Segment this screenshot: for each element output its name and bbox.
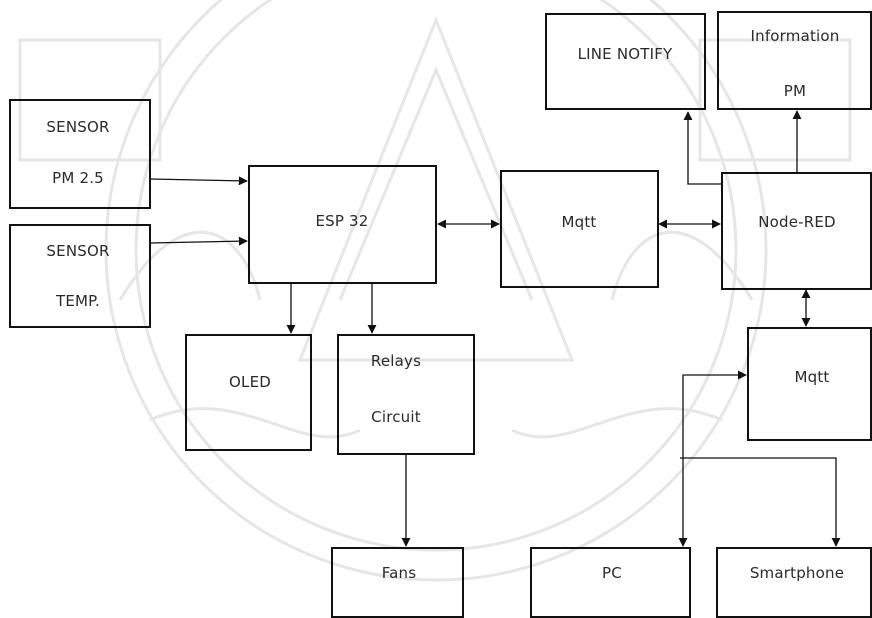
pc-node	[530, 547, 691, 618]
esp32-label: ESP 32	[315, 212, 369, 230]
smartphone-label: Smartphone	[749, 564, 845, 582]
mqtt-client-node	[747, 327, 872, 441]
line-notify-label: LINE NOTIFY	[577, 45, 673, 63]
mqtt-broker-node	[500, 170, 659, 288]
sensor-temp-node	[9, 224, 151, 328]
edge-mqtt-to-smartphone	[680, 457, 841, 547]
oled-node	[185, 334, 312, 451]
oled-label: OLED	[229, 373, 271, 391]
sensor-pm25-label-2: PM 2.5	[52, 169, 104, 187]
sensor-temp-label-1: SENSOR	[46, 242, 110, 260]
node-red-node	[721, 172, 872, 290]
mqtt-broker-label: Mqtt	[561, 213, 597, 231]
smartphone-node	[716, 547, 872, 618]
fans-node	[331, 547, 464, 618]
mqtt-client-label: Mqtt	[794, 368, 830, 386]
relays-label-2: Circuit	[371, 408, 421, 426]
relays-label-1: Relays	[370, 352, 422, 370]
edge-mqtt-to-pc	[678, 370, 747, 547]
esp32-node	[248, 165, 437, 284]
line-notify-node	[545, 13, 706, 110]
sensor-pm25-label-1: SENSOR	[46, 118, 110, 136]
information-label-2: PM	[783, 82, 807, 100]
edge-sensor-pm-to-esp32	[149, 176, 248, 186]
relays-circuit-node	[337, 334, 475, 455]
node-red-label: Node-RED	[758, 213, 836, 231]
information-pm-node	[717, 11, 872, 110]
pc-label: PC	[602, 564, 622, 582]
edge-sensor-temp-to-esp32	[149, 236, 248, 246]
fans-label: Fans	[381, 564, 417, 582]
sensor-temp-label-2: TEMP.	[55, 292, 101, 310]
sensor-pm25-node	[9, 99, 151, 209]
edge-node-red-to-line-notify	[683, 111, 722, 185]
information-label-1: Information	[750, 27, 840, 45]
